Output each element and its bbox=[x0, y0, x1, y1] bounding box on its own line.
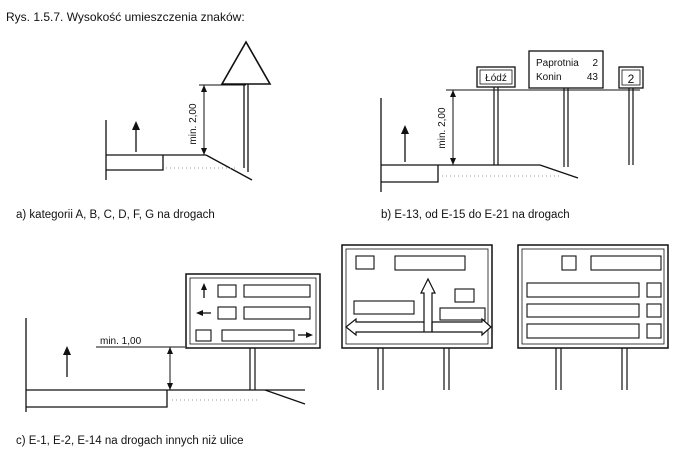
board-3-row-2-symbol bbox=[646, 303, 662, 318]
road-number-text: 2 bbox=[628, 72, 635, 86]
dim-arrow-down-a bbox=[201, 148, 207, 155]
board-1-destination-2 bbox=[243, 306, 311, 320]
direction-row2-km: 43 bbox=[587, 72, 599, 83]
dim-arrow-up-a bbox=[201, 85, 207, 92]
dim-label-c: min. 1,00 bbox=[100, 336, 142, 347]
caption-b: b) E-13, od E-15 do E-21 na drogach bbox=[381, 209, 570, 221]
slope-c bbox=[264, 389, 306, 405]
board-2-destination-right bbox=[439, 307, 486, 321]
figure-title: Rys. 1.5.7. Wysokość umieszczenia znaków… bbox=[6, 10, 245, 24]
board-2-destination-left bbox=[353, 300, 415, 315]
board-1-destination-3 bbox=[221, 329, 295, 342]
board-2-symbol-2 bbox=[454, 288, 475, 303]
panel-b: min. 2,00 Łódź Paprotnia 2 Konin 43 2 bbox=[380, 50, 644, 192]
place-sign-lodz bbox=[476, 66, 516, 88]
board-1-destination-1 bbox=[243, 284, 311, 298]
direction-row1-name: Paprotnia bbox=[536, 58, 579, 69]
road-number-sign-inner bbox=[621, 69, 641, 86]
direction-sign bbox=[528, 50, 604, 89]
board-3-row-1-symbol bbox=[646, 282, 662, 298]
dim-arrow-up-b bbox=[450, 90, 456, 97]
curb-b bbox=[381, 165, 439, 183]
dim-arrow-down-b bbox=[450, 158, 456, 165]
board-2-symbol-1 bbox=[355, 255, 375, 270]
dim-arrow-down-c bbox=[167, 383, 173, 390]
direction-row1-km: 2 bbox=[592, 58, 598, 69]
board-3-row-3-symbol bbox=[646, 323, 662, 339]
dim-label-a: min. 2,00 bbox=[188, 103, 199, 145]
board-3-row-3 bbox=[526, 323, 640, 339]
board-1-symbol-2 bbox=[217, 306, 237, 320]
direction-row2-name: Konin bbox=[536, 72, 562, 83]
panel-c: min. 1,00 bbox=[25, 244, 669, 412]
curb-c bbox=[26, 390, 168, 408]
curb-a bbox=[106, 155, 164, 171]
road-number-sign bbox=[618, 66, 644, 89]
panel-a: min. 2,00 bbox=[105, 40, 272, 181]
slope-b bbox=[539, 164, 579, 179]
arrow-head-a bbox=[132, 121, 140, 130]
board-2-inner bbox=[345, 248, 489, 345]
arrow-head-c bbox=[63, 346, 71, 355]
board-1-arrow-left-head bbox=[196, 310, 203, 316]
dim-arrow-up-c bbox=[167, 347, 173, 354]
board-3-row-2 bbox=[526, 303, 640, 318]
caption-c: c) E-1, E-2, E-14 na drogach innych niż … bbox=[16, 435, 244, 447]
arrow-head-b bbox=[401, 125, 409, 134]
board-3-row-1 bbox=[526, 282, 640, 298]
board-1-arrow-up-head bbox=[201, 283, 207, 290]
board-3-destination-top bbox=[590, 255, 662, 271]
place-sign-lodz-text: Łódź bbox=[485, 73, 507, 84]
board-1-arrow-right-head bbox=[306, 332, 313, 338]
board-1-inner bbox=[189, 277, 317, 345]
board-3-symbol-top bbox=[561, 255, 577, 271]
dim-label-b: min. 2,00 bbox=[437, 107, 448, 149]
board-2-destination-top bbox=[394, 255, 466, 271]
warning-sign-triangle bbox=[220, 40, 272, 85]
slope-a bbox=[205, 154, 253, 181]
place-sign-lodz-inner bbox=[479, 69, 513, 85]
board-3-inner bbox=[521, 248, 665, 345]
board-1-symbol-3 bbox=[195, 329, 212, 342]
caption-a: a) kategorii A, B, C, D, F, G na drogach bbox=[16, 209, 215, 221]
board-1-symbol-1 bbox=[217, 284, 237, 298]
